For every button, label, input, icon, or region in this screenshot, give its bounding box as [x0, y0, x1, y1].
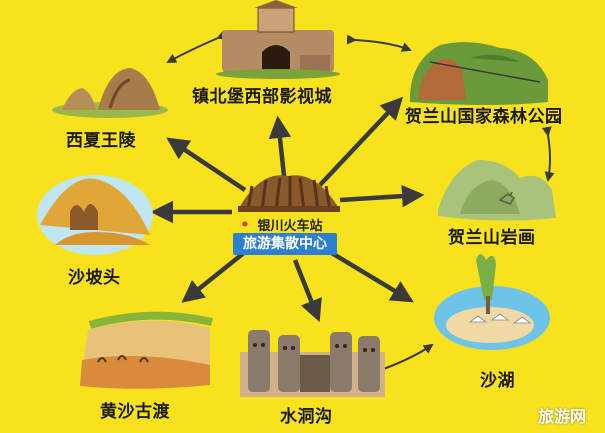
- zhenbeibao-label: 镇北堡西部影视城: [192, 87, 332, 107]
- arrow-to-helan-rock: [339, 184, 425, 208]
- arrow-to-xixia: [166, 137, 247, 192]
- station-name-label: 银川火车站: [257, 219, 323, 234]
- shapotou-label: 沙坡头: [68, 268, 121, 288]
- link-xixia-zhenbeibao: [166, 30, 228, 63]
- railway-station-illustration: [238, 175, 340, 227]
- zhenbeibao-fort-illustration: [216, 0, 340, 79]
- xixia-label: 西夏王陵: [66, 131, 136, 151]
- helan-rock-label: 贺兰山岩画: [448, 228, 536, 248]
- arrow-to-helan-forest: [318, 96, 404, 187]
- shapotou-illustration: [37, 175, 153, 255]
- arrow-to-zhenbeibao: [268, 115, 292, 186]
- link-zhenbeibao-forest: [346, 34, 412, 52]
- arrow-to-shuidonggou: [292, 259, 322, 323]
- distribution-center-label: 旅游集散中心: [233, 233, 337, 255]
- huangsha-label: 黄沙古渡: [100, 402, 170, 422]
- shahu-illustration: [434, 254, 550, 350]
- huangsha-ferry-illustration: [80, 311, 213, 389]
- site-watermark: 旅游网: [537, 407, 586, 426]
- link-forest-rock: [541, 126, 555, 182]
- arrow-to-shahu: [328, 250, 414, 303]
- shahu-label: 沙湖: [480, 371, 515, 391]
- shuidonggou-label: 水洞沟: [280, 407, 333, 427]
- helan-rock-illustration: [438, 160, 556, 221]
- shuidonggou-illustration: [240, 330, 385, 397]
- xixia-tombs-illustration: [52, 68, 168, 118]
- helan-forest-illustration: [410, 42, 548, 105]
- helan-forest-label: 贺兰山国家森林公园: [405, 107, 563, 127]
- route-arrows: [150, 96, 425, 323]
- arrow-to-huangsha: [181, 250, 247, 303]
